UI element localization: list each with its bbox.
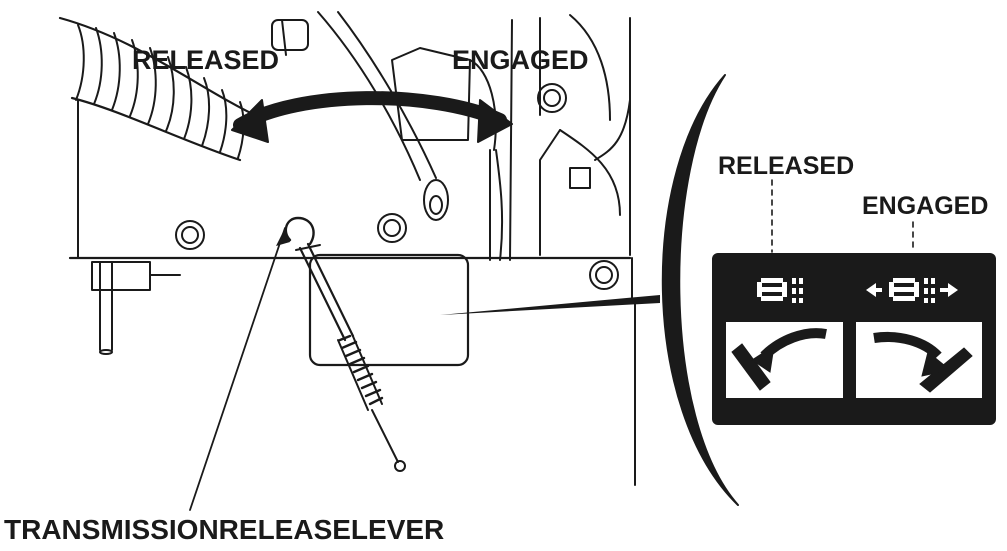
inset-decal — [712, 253, 996, 425]
pointer-line — [440, 295, 660, 315]
inset-engaged-label: ENGAGED — [862, 192, 989, 220]
corrugated-hose — [58, 16, 267, 162]
lever-arrow-right-icon — [873, 332, 973, 393]
lever-leader-line — [189, 227, 286, 511]
engine-frame — [68, 11, 636, 486]
decal-plate — [308, 253, 470, 367]
left-bracket — [91, 261, 181, 355]
inset-released-label: RELEASED — [718, 152, 855, 180]
transmission-released-icon — [757, 278, 803, 303]
transmission-engaged-icon — [866, 278, 958, 303]
direction-arrow — [231, 91, 513, 143]
engaged-label: ENGAGED — [452, 45, 589, 75]
lever-arrow-left-icon — [731, 328, 827, 391]
released-label: RELEASED — [132, 45, 280, 75]
inset-crescent — [661, 74, 739, 506]
release-cable — [284, 216, 406, 472]
lever-label: TRANSMISSIONRELEASELEVER — [4, 514, 445, 545]
